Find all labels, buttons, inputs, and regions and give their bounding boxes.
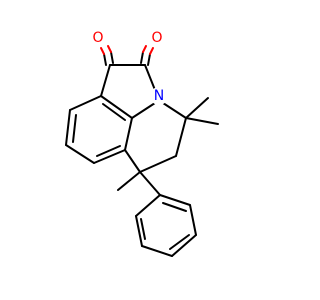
bond-c2-o-black-b <box>147 53 151 66</box>
bond-c2-o-black-a <box>140 51 144 64</box>
bond-c1-c3a <box>100 64 111 97</box>
bond-c8-c7 <box>65 144 95 164</box>
molecule-structure: O O N <box>65 29 219 257</box>
bond-ph-5-6 <box>135 215 143 247</box>
bond-c4-methyl-a <box>185 97 209 119</box>
bond-c9-c8 <box>65 109 71 146</box>
bond-c2-o-red-a <box>142 45 147 53</box>
bond-inner-c7-c6a <box>96 145 121 157</box>
oxygen-label-1: O <box>92 30 103 46</box>
atom-labels: O O N <box>89 29 168 105</box>
nitrogen-label: N <box>154 88 164 104</box>
bond-c1-o-red-b <box>107 45 112 53</box>
bond-n-c9b <box>131 102 156 119</box>
bond-ph-inner-a <box>162 202 187 212</box>
bond-c3a-c9b <box>100 95 133 119</box>
bond-n-c4 <box>162 102 187 119</box>
bond-c2-o-red-b <box>149 47 154 55</box>
bond-ph-1-2 <box>159 194 191 206</box>
bond-c4-methyl-b <box>185 117 219 125</box>
bond-c6a-c9b <box>124 117 133 151</box>
carbonyl-bonds <box>100 45 154 66</box>
bond-c5-c6 <box>139 155 177 173</box>
oxygen-2-bg <box>148 29 166 47</box>
bond-ph-6-1 <box>135 194 161 217</box>
nitrogen-bg <box>150 87 168 105</box>
bond-c6-methyl <box>117 171 141 191</box>
bond-c1-o-black-b <box>110 51 114 64</box>
bond-ph-3-4 <box>171 234 197 257</box>
bond-c6-c6a <box>124 149 141 173</box>
bond-c1-o-black-a <box>103 53 107 66</box>
bond-c1-o-red-a <box>100 47 105 55</box>
bond-c7-c6a <box>93 149 126 164</box>
bond-skeleton <box>65 64 219 257</box>
bond-c4-c5 <box>175 117 187 157</box>
bond-inner-c9-c8 <box>72 114 77 143</box>
oxygen-label-2: O <box>151 30 162 46</box>
bond-c3a-c9 <box>69 95 102 111</box>
bond-ph-inner-b <box>169 234 190 250</box>
bond-c2-n <box>144 64 156 91</box>
bond-ph-inner-c <box>140 218 146 240</box>
bond-ph-2-3 <box>189 204 197 236</box>
bond-ph-4-5 <box>141 245 173 257</box>
bond-inner-c3a-c9b <box>102 103 126 121</box>
oxygen-1-bg <box>89 29 107 47</box>
bond-c6-phenyl <box>139 171 161 196</box>
